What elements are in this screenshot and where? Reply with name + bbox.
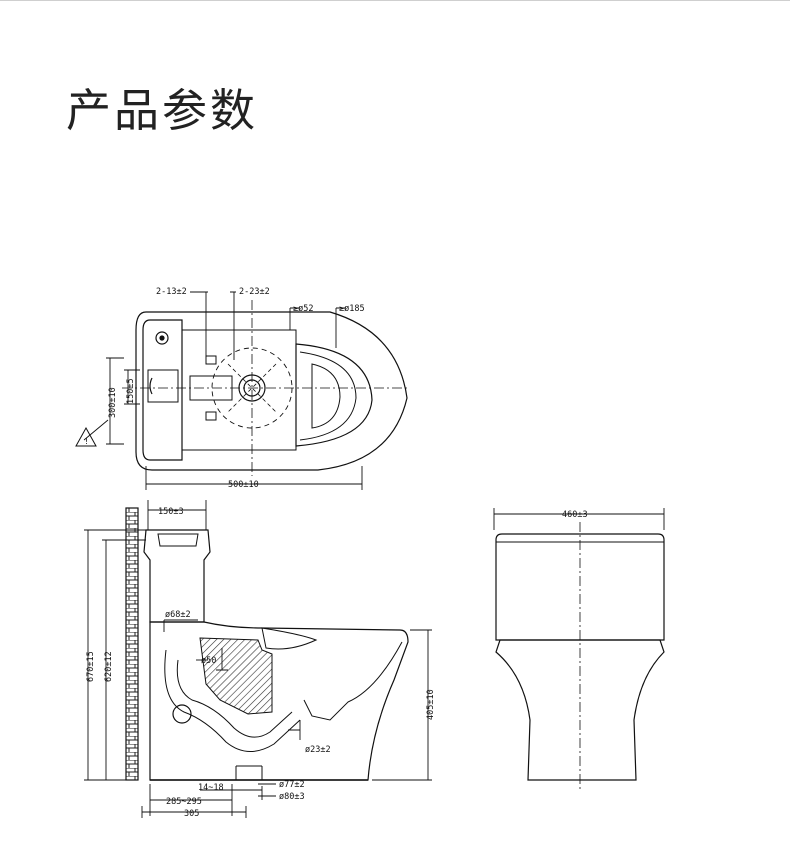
dim-hole-spacing-2: 2-23±2 [239, 287, 270, 297]
side-bowl [149, 621, 409, 781]
trap-outlet-circle [172, 704, 192, 724]
side-tank [143, 529, 211, 623]
dim-depth: 305 [184, 809, 199, 819]
top-view-outline [135, 311, 408, 471]
wall-brick [125, 507, 139, 781]
dim-length-top: 500±10 [228, 480, 259, 490]
top-view-labels: 2-13±2 2-23±2 ≥ø52 ≥ø185 300±10 150±5 50… [84, 287, 365, 490]
front-bowl [495, 639, 665, 781]
top-view-bowl [295, 343, 373, 447]
dim-base-range: 14~18 [198, 783, 224, 793]
dim-tank-height: 620±12 [104, 651, 114, 682]
top-view-tank-outline [142, 319, 183, 461]
dim-tank-offset: 150±3 [158, 507, 184, 517]
dim-seat-height: 405±10 [426, 689, 436, 720]
front-tank [495, 533, 665, 641]
dim-hole-spacing: 2-13±2 [156, 287, 187, 297]
dim-inner-top: 150±5 [126, 378, 136, 404]
warning-triangle-icon [75, 426, 97, 447]
dim-rough-in: 285~295 [166, 797, 202, 807]
dim-outlet-2: ≥ø185 [339, 304, 365, 314]
page-title: 产品参数 [66, 84, 259, 137]
top-view [75, 291, 410, 490]
tank-button-icon [155, 331, 169, 345]
front-view [493, 508, 665, 790]
dim-pipe-1: ø68±2 [165, 610, 191, 620]
side-view-labels: 150±3 670±15 620±12 ø68±2 ø50 405±10 ø23… [86, 507, 436, 819]
dim-front-width: 460±3 [562, 510, 588, 520]
dim-outlet-80: ø80±3 [279, 792, 305, 802]
dim-total-height: 670±15 [86, 651, 96, 682]
top-divider [0, 0, 790, 1]
dim-width-top: 300±10 [108, 387, 118, 418]
dim-pipe-2: ø50 [201, 656, 216, 666]
dim-drain: ø23±2 [305, 745, 331, 755]
dim-outlet-77: ø77±2 [279, 780, 305, 790]
trap-hatch [199, 637, 273, 715]
dim-outlet-1: ≥ø52 [293, 304, 313, 314]
side-view [84, 500, 432, 818]
front-view-labels: 460±3 [562, 510, 588, 520]
warning-mark: ! [84, 437, 89, 446]
